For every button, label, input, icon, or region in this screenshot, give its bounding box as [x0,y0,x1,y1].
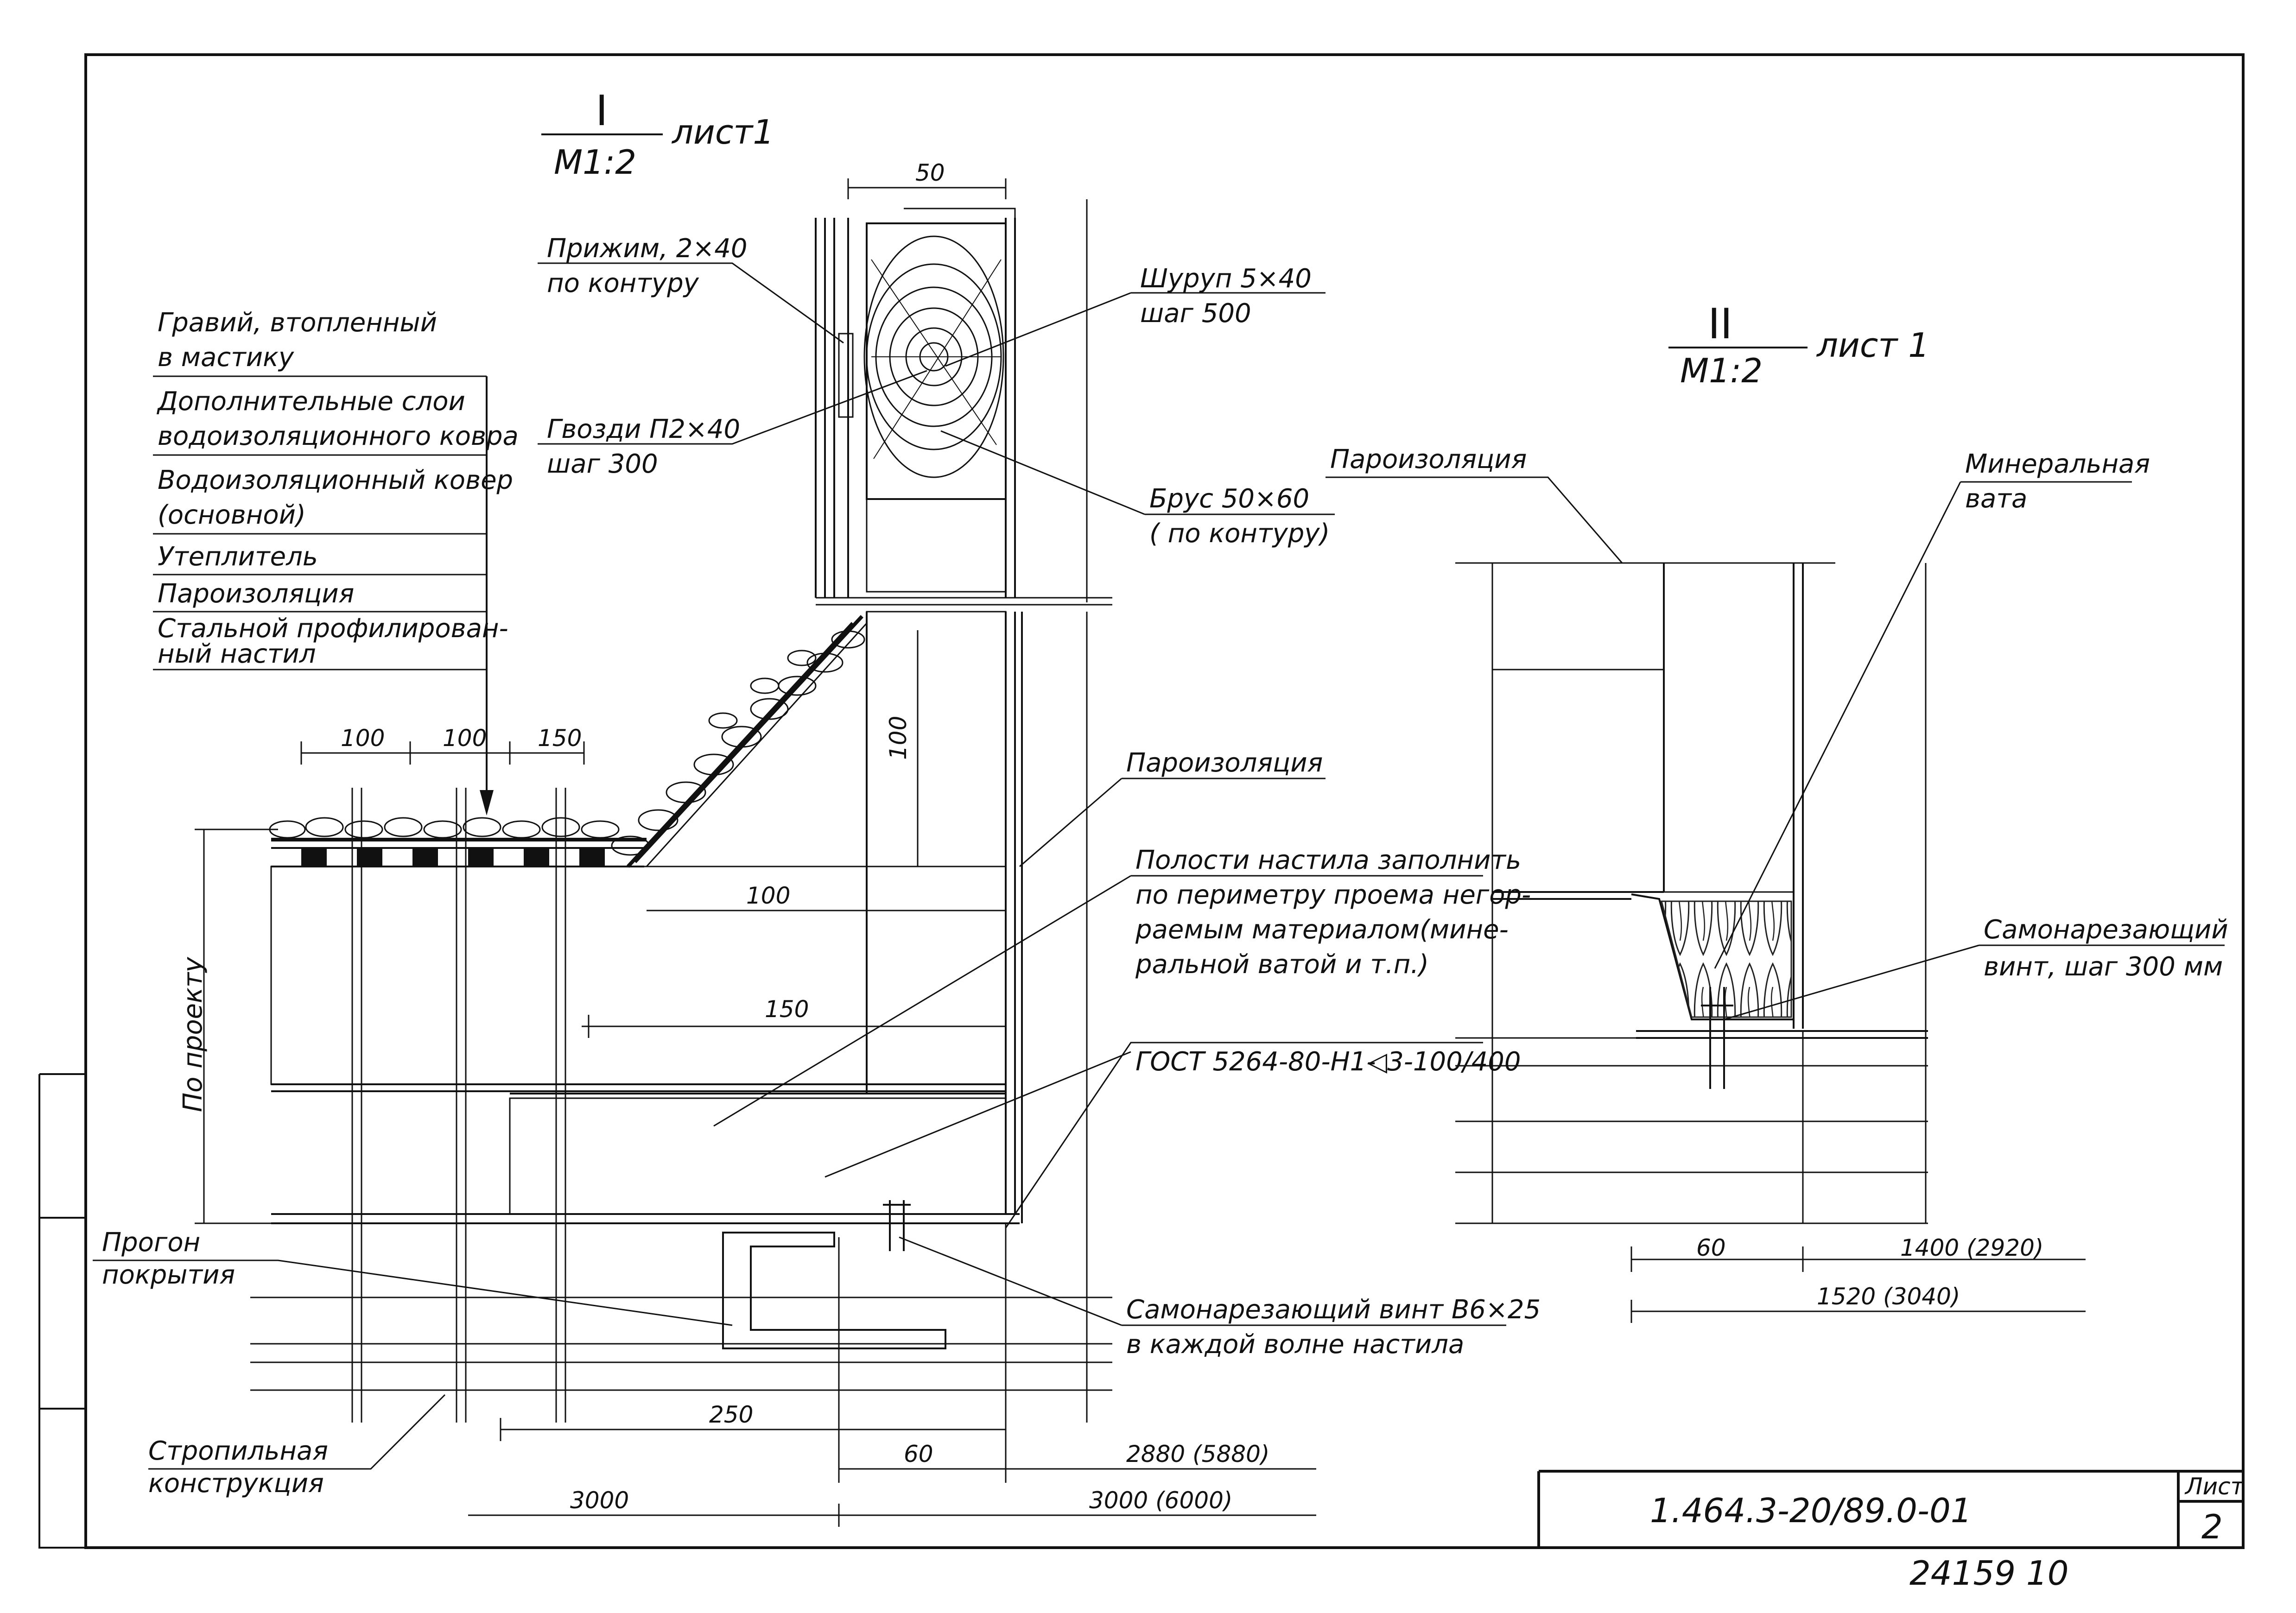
dim-60b: 60 [1696,1234,1726,1261]
prizhim-label-1: Прижим, 2×40 [547,234,748,264]
gvozdi-label-2: шаг 300 [547,449,658,479]
brus-label-1: Брус 50×60 [1149,484,1309,514]
stropil-label-2: конструкция [148,1468,324,1499]
section-II-drawing: 60 1400 (2920) 1520 (3040) Пароизоляция … [1326,444,2228,1323]
layer-extra-1: Дополнительные слои [156,386,465,417]
gravel-flat [269,817,620,839]
section-II-roman: II [1708,300,1732,348]
dim-1520: 1520 (3040) [1817,1283,1960,1310]
prizhim-label-2: по контуру [547,268,699,298]
layer-deck-2: ный настил [158,639,316,669]
section-I-drawing: 50 100 100 150 100 100 150 По проекту 25… [93,159,1541,1527]
wood-grain-rings [863,235,1004,478]
dim-150b: 150 [765,996,809,1023]
section-I-roman: I [596,87,608,135]
waterproof-dashes [301,848,605,867]
leaders-section-I [93,262,1506,1470]
vint-label-1: Самонарезающий винт В6×25 [1126,1295,1541,1325]
po-proektu-label: По проекту [178,957,208,1112]
layer-gravel-1: Гравий, втопленный [158,308,437,338]
layer-deck-1: Стальной профилирован- [158,614,508,644]
progon-label-2: покрытия [102,1260,235,1290]
polosti-label-2: по периметру проема негор- [1135,880,1531,910]
dim-250: 250 [709,1401,753,1428]
sheet-frame [38,53,2245,1549]
section-II-scale: M1:2 [1680,351,1763,390]
dim-50: 50 [915,159,945,186]
paroizol-label-1: Пароизоляция [1126,748,1323,778]
mineral-label-1: Минеральная [1965,449,2150,479]
shurup-label-2: шаг 500 [1140,298,1251,329]
dim-100-horizontal: 100 [746,882,790,909]
vint-label-2: в каждой волне настила [1126,1329,1464,1360]
section-I-scale: M1:2 [554,143,636,182]
dim-100-vertical: 100 [885,716,912,760]
gost-label: ГОСТ 5264-80-Н1- [1135,1047,1376,1077]
polosti-label-1: Полости настила заполнить [1135,845,1521,875]
layer-main-1: Водоизоляционный ковер [158,465,513,495]
section-II-header: II M1:2 лист 1 [1668,300,1929,390]
sheet-number: 2 [2201,1507,2223,1546]
title-block: 1.464.3-20/89.0-01 Лист 2 24159 10 [1537,1470,2245,1593]
dim-60a: 60 [904,1441,933,1468]
dim-1400: 1400 (2920) [1900,1234,2043,1261]
layer-insulation: Утеплитель [158,542,318,572]
vint2-label-1: Самонарезающий [1984,915,2228,945]
shurup-label-1: Шуруп 5×40 [1140,264,1312,294]
inventory-number: 24159 10 [1909,1554,2069,1593]
dim-100a: 100 [341,725,385,752]
sheet-label: Лист [2184,1473,2245,1500]
layer-vapor: Пароизоляция [158,579,354,609]
layer-extra-2: водоизоляционного ковра [158,421,519,451]
vint2-label-2: винт, шаг 300 мм [1984,952,2223,982]
dims-section-I: 50 100 100 150 100 100 150 По проекту 25… [178,159,1316,1527]
dim-3000a: 3000 [570,1487,629,1514]
mineral-label-2: вата [1965,484,2027,514]
dim-3000b: 3000 (6000) [1089,1487,1232,1514]
polosti-label-3: раемым материалом(мине- [1135,915,1509,945]
dim-100b: 100 [443,725,487,752]
layer-legend: Гравий, втопленный в мастику Дополнитель… [153,308,519,816]
progon-label-1: Прогон [102,1227,200,1258]
gravel-slope [611,630,865,856]
section-I-header: I M1:2 лист1 [541,87,774,182]
section-I-sheet: лист1 [671,113,774,152]
dim-2880: 2880 (5880) [1126,1441,1269,1468]
layer-gravel-2: в мастику [158,342,294,373]
dims-section-II: 60 1400 (2920) 1520 (3040) [1630,1234,2086,1323]
stropil-label-1: Стропильная [148,1436,328,1466]
brus-label-2: ( по контуру) [1149,519,1330,549]
purlin [722,1232,946,1349]
weld-label: ◁3-100/400 [1367,1047,1521,1077]
polosti-label-4: ральной ватой и т.п.) [1135,949,1429,980]
gvozdi-label-1: Гвозди П2×40 [547,414,740,444]
paroizol2-label: Пароизоляция [1330,444,1527,474]
section-II-sheet: лист 1 [1816,326,1929,365]
layer-main-2: (основной) [158,500,306,530]
dim-150a: 150 [538,725,582,752]
drawing-code: 1.464.3-20/89.0-01 [1650,1491,1972,1530]
